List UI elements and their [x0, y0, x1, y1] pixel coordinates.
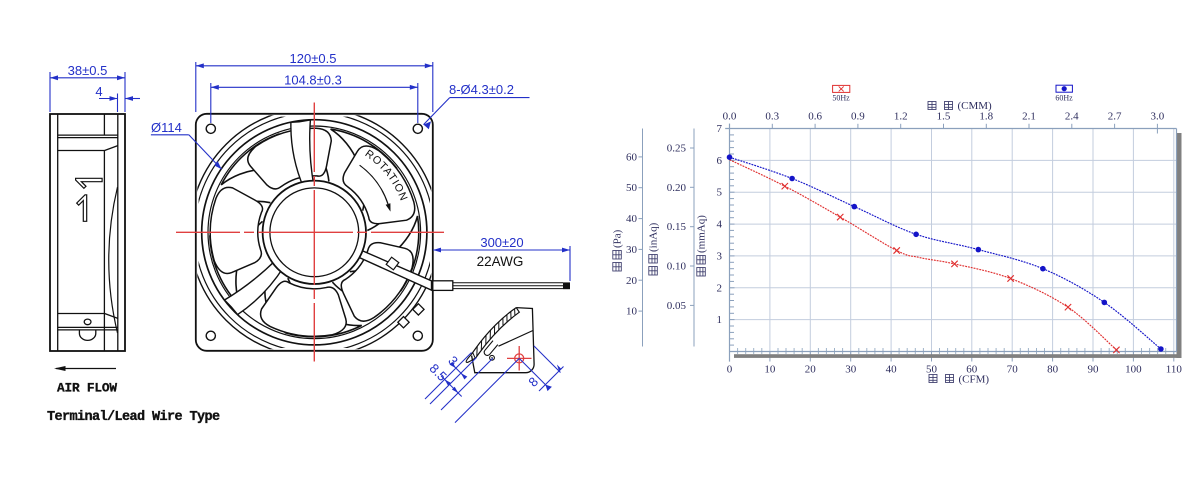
svg-text:40: 40 [886, 364, 898, 376]
svg-text:Ø114: Ø114 [151, 120, 182, 135]
svg-text:300±20: 300±20 [480, 235, 523, 250]
svg-text:30: 30 [845, 364, 857, 376]
svg-text:20: 20 [805, 364, 817, 376]
svg-text:40: 40 [626, 213, 638, 225]
svg-text:90: 90 [1088, 364, 1100, 376]
svg-text:6: 6 [717, 155, 723, 167]
svg-text:2.4: 2.4 [1065, 111, 1079, 123]
svg-text:22AWG: 22AWG [477, 254, 524, 269]
svg-text:3: 3 [717, 250, 723, 262]
svg-text:5: 5 [717, 187, 723, 199]
svg-text:3.0: 3.0 [1151, 111, 1165, 123]
svg-text:1.8: 1.8 [979, 111, 993, 123]
svg-text:0.3: 0.3 [765, 111, 779, 123]
svg-text:70: 70 [1007, 364, 1019, 376]
svg-text:1.2: 1.2 [894, 111, 908, 123]
svg-text:0.9: 0.9 [851, 111, 865, 123]
svg-text:50: 50 [926, 364, 938, 376]
svg-text:110: 110 [1166, 364, 1183, 376]
svg-text:(Pa): (Pa) [612, 229, 624, 248]
svg-text:0.6: 0.6 [808, 111, 822, 123]
svg-text:8: 8 [525, 374, 541, 390]
svg-text:0.25: 0.25 [667, 143, 687, 155]
svg-text:1: 1 [717, 314, 723, 326]
svg-text:0.10: 0.10 [667, 261, 687, 273]
svg-text:Terminal/Lead Wire Type: Terminal/Lead Wire Type [47, 410, 220, 425]
svg-text:0.05: 0.05 [667, 300, 687, 312]
svg-text:0.15: 0.15 [667, 221, 687, 233]
svg-text:30: 30 [626, 244, 638, 256]
svg-text:50Hz: 50Hz [832, 94, 850, 103]
svg-text:4: 4 [95, 84, 102, 99]
svg-text:AIR FLOW: AIR FLOW [57, 381, 117, 396]
svg-text:4: 4 [717, 219, 723, 231]
svg-text:2.1: 2.1 [1022, 111, 1036, 123]
svg-text:38±0.5: 38±0.5 [68, 63, 108, 78]
svg-text:100: 100 [1125, 364, 1142, 376]
svg-text:50: 50 [626, 182, 638, 194]
svg-text:0.20: 0.20 [667, 182, 687, 194]
svg-text:104.8±0.3: 104.8±0.3 [284, 73, 342, 88]
svg-text:(CMM): (CMM) [958, 100, 993, 112]
svg-text:(mmAq): (mmAq) [696, 215, 708, 253]
svg-text:10: 10 [764, 364, 776, 376]
svg-text:60: 60 [966, 364, 978, 376]
svg-text:8-Ø4.3±0.2: 8-Ø4.3±0.2 [449, 82, 514, 97]
svg-text:0.0: 0.0 [723, 111, 737, 123]
svg-text:10: 10 [626, 306, 638, 318]
svg-text:(inAq): (inAq) [648, 222, 660, 252]
svg-text:60: 60 [626, 151, 638, 163]
svg-text:120±0.5: 120±0.5 [290, 51, 337, 66]
svg-text:7: 7 [717, 123, 723, 135]
svg-text:2.7: 2.7 [1108, 111, 1122, 123]
svg-text:1.5: 1.5 [937, 111, 951, 123]
svg-text:80: 80 [1047, 364, 1059, 376]
svg-text:20: 20 [626, 275, 638, 287]
svg-text:60Hz: 60Hz [1055, 94, 1073, 103]
svg-text:(CFM): (CFM) [959, 374, 990, 386]
svg-text:0: 0 [727, 364, 733, 376]
svg-text:2: 2 [717, 282, 723, 294]
